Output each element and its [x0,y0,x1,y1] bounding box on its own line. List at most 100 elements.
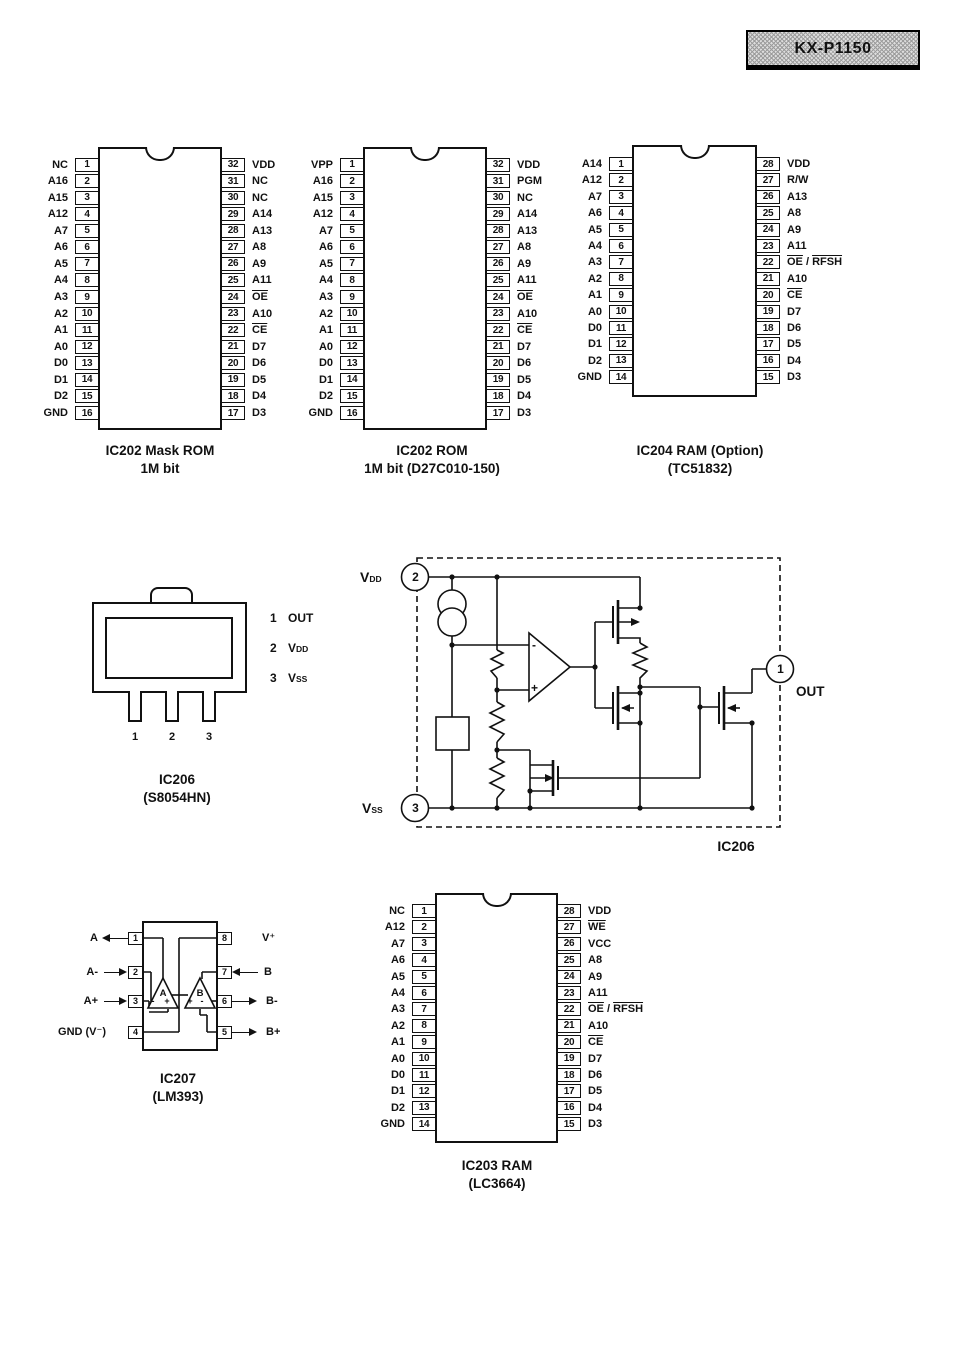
pin-number-box: 19 [756,304,780,319]
pin-label-text: A3 [318,291,333,304]
pin-label: NC [0,158,68,172]
pin-number-box: 2 [340,174,364,189]
pin-label-text: A8 [588,954,603,967]
pin-label-text: A5 [53,257,68,270]
pin-label-text: A0 [390,1052,405,1065]
pin-label-text: A1 [53,324,68,337]
pin-label: GND [263,406,333,420]
arrow-left-icon [102,933,128,942]
pin-number-box: 15 [756,370,780,385]
pin-number-box: 17 [756,337,780,352]
pin-number-box: 25 [221,273,245,288]
pin-label-text: A7 [390,937,405,950]
pin-label-overlined: OE [787,256,803,269]
pin-label-text: A12 [47,208,68,221]
pin-label: D5 [787,337,897,351]
caption-ic206-schematic: IC206 [717,838,755,854]
pin-number-box: 23 [557,986,581,1000]
pin-number-box: 11 [609,321,633,335]
pin-label: A8 [517,240,627,254]
pin-number-box: 7 [609,255,633,270]
pin-label-text: D6 [517,357,532,370]
pin-number-box: 17 [557,1084,581,1099]
pin-label: D7 [588,1052,698,1066]
pin-label-text: A10 [517,307,538,320]
pin-number-box: 18 [756,321,780,335]
pin-label-text: D1 [587,338,602,351]
pin-label: D1 [263,373,333,387]
pin-label: A3 [335,1002,405,1016]
pin-number-box: 1 [340,157,364,172]
pin-number-box: 6 [412,986,436,1000]
pin-label-text: GND [43,407,68,420]
pin-label-overlined: OE [588,1003,604,1016]
pin-label: A10 [588,1019,698,1033]
terminal-2-number: 2 [412,570,419,584]
pin-number-box: 2 [128,965,143,979]
pin-label-text: D4 [787,354,802,367]
pin-label-text: A3 [587,256,602,269]
pin-label: D3 [252,406,362,420]
pin-label: D7 [517,340,627,354]
pin-label: A15 [263,191,333,205]
pin-label-text: NC [517,191,533,204]
pin-number-box: 12 [412,1084,436,1099]
pin-label-text: A8 [252,241,267,254]
pin-number-box: 7 [340,256,364,271]
pin-label: A8 [252,240,362,254]
pin-number-box: 19 [221,372,245,387]
vdd-label-base: V [360,569,370,585]
pin-label: A11 [588,986,698,1000]
pin-label: A9 [252,257,362,271]
pin-number-box: 3 [75,190,99,205]
pin-number-box: 22 [557,1002,581,1017]
pin-label: A- [86,966,98,978]
pin-label: D6 [588,1068,698,1082]
caption-line: (LC3664) [468,1175,526,1191]
pin-label: CE [588,1035,698,1049]
pin-label-text: D5 [517,373,532,386]
pin-label: D2 [0,389,68,403]
caption-line: IC204 RAM (Option) [636,443,764,458]
pin-label-text: A14 [252,208,273,221]
pin-label: D5 [517,373,627,387]
pin-number-box: 13 [340,356,364,371]
pin-label: A4 [0,273,68,287]
pin-number-box: 25 [486,273,510,288]
pin-label: D0 [335,1068,405,1082]
pin-number-box: 20 [486,356,510,371]
pin-number-box: 18 [557,1068,581,1082]
terminal-1-number: 1 [777,662,784,676]
pin-label: A8 [787,206,897,220]
pin-label: A11 [787,239,897,253]
pin-label: NC [517,191,627,205]
pin-label: D5 [252,373,362,387]
pin-label-text: A12 [384,921,405,934]
chip-body [435,893,558,1143]
pin-label-text: NC [389,905,405,917]
caption-line: IC207 [159,1071,197,1086]
pin-label: V⁺ [262,932,276,944]
pin-label-text: D4 [517,390,532,403]
pin-label-text: VCC [588,937,612,950]
pin-label: A16 [0,174,68,188]
pin-label: A2 [263,307,333,321]
pin-label-text: A3 [53,291,68,304]
pin-number-box: 5 [412,969,436,984]
pin-label: A2 [0,307,68,321]
pin-label-text: D1 [318,373,333,386]
pin-label: GND [335,1117,405,1131]
pin-label: A16 [263,174,333,188]
pin-number-box: 14 [75,372,99,387]
pin-label-text: D2 [318,390,333,403]
pin-label: CE [517,323,627,337]
comparator-minus-sign: - [532,638,536,652]
pin-label: GND (V⁻) [58,1026,106,1038]
pin-number-box: 29 [486,207,510,222]
pin-label: OE / RFSH [588,1002,698,1016]
model-label: KX-P1150 [794,39,872,57]
pin-label-text: A1 [318,324,333,337]
package-leg-2 [165,691,179,722]
pin-number-box: 21 [756,271,780,286]
pin-label: VCC [588,937,698,951]
